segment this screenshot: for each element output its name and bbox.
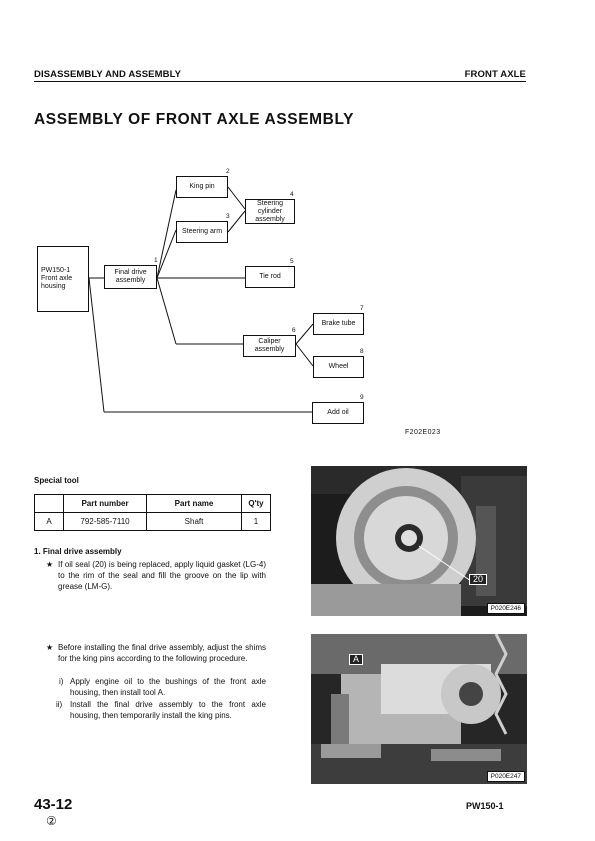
node-tie-rod: Tie rod [245,266,295,288]
node-add-oil: Add oil [312,402,364,424]
star-icon: ★ [46,560,54,569]
node-label: Caliper assembly [254,338,285,353]
node-label: Brake tube [321,320,356,327]
photo-caption: P020E247 [486,771,525,782]
table-cell: 792-585-7110 [63,512,147,531]
photo-oil-seal-image [311,466,527,616]
sub-step-marker: i) [59,677,64,686]
table-cell: A [34,512,64,531]
node-steering-arm: Steering arm [176,221,228,243]
node-number: 2 [226,168,230,175]
model-number: PW150-1 [466,801,504,811]
node-label: Final drive assembly [114,269,147,284]
node-king-pin: King pin [176,176,228,198]
node-label: King pin [189,183,215,190]
header-rule [34,81,526,82]
photo-final-drive: A P020E247 [311,634,527,784]
sub-step-marker: ii) [56,700,63,709]
table-header-cell: Part name [146,494,242,513]
node-steering-cylinder: Steering cylinder assembly [245,199,295,224]
node-wheel: Wheel [313,356,364,378]
table-header-row: Part number Part name Q'ty [34,494,271,513]
special-tool-table: Part number Part name Q'ty A 792-585-711… [34,494,271,531]
node-label: Steering cylinder assembly [255,199,285,223]
table-header-cell: Q'ty [241,494,271,513]
node-label: Wheel [328,363,349,370]
star-icon: ★ [46,643,54,652]
photo-final-drive-image [311,634,527,784]
node-front-axle-housing: PW150-1 Front axle housing [37,246,89,312]
table-row: A 792-585-7110 Shaft 1 [34,512,271,531]
sub-step-ii: Install the final drive assembly to the … [70,700,266,720]
table-cell: Shaft [146,512,242,531]
node-number: 3 [226,213,230,220]
photo-caption: P020E246 [486,603,525,614]
table-header-cell: Part number [63,494,147,513]
table-cell: 1 [241,512,271,531]
photo-callout: A [349,654,364,665]
node-label: PW150-1 Front axle housing [41,267,73,290]
photo-callout: 20 [469,574,488,585]
node-number: 4 [290,191,294,198]
node-brake-tube: Brake tube [313,313,364,335]
special-tool-heading: Special tool [34,476,79,485]
node-label: Steering arm [181,228,223,235]
node-number: 6 [292,327,296,334]
header-chapter-title: FRONT AXLE [464,69,526,80]
node-number: 7 [360,305,364,312]
header-section-title: DISASSEMBLY AND ASSEMBLY [34,69,182,80]
node-label: Add oil [327,409,349,416]
step-heading: 1. Final drive assembly [34,547,122,556]
photo-oil-seal: 20 P020E246 [311,466,527,616]
node-label: Tie rod [259,273,281,280]
note-oil-seal: If oil seal (20) is being replaced, appl… [58,560,266,591]
figure-label: F202E023 [405,429,441,436]
node-caliper: Caliper assembly [243,335,296,357]
page-title: ASSEMBLY OF FRONT AXLE ASSEMBLY [34,111,355,128]
table-header-cell [34,494,64,513]
node-number: 8 [360,348,364,355]
node-number: 1 [154,257,158,264]
sub-step-i: Apply engine oil to the bushings of the … [70,677,266,697]
note-shim-adjust: Before installing the final drive assemb… [58,643,266,663]
node-final-drive: Final drive assembly [104,265,157,289]
page-number: 43-12 [34,796,73,813]
node-number: 9 [360,394,364,401]
node-number: 5 [290,258,294,265]
revision-mark: ② [46,814,57,828]
